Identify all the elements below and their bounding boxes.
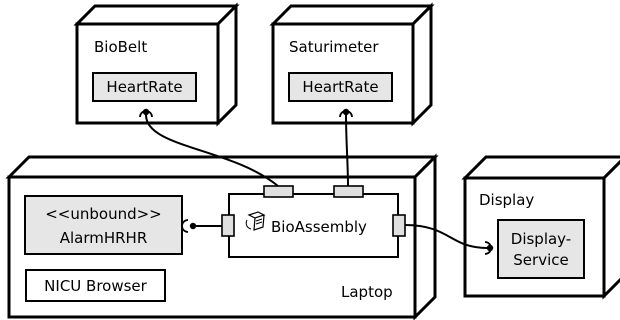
nicu-browser-component[interactable]: NICU Browser bbox=[25, 269, 166, 302]
display-service-component[interactable] bbox=[497, 219, 585, 279]
biobelt-heartrate-component[interactable] bbox=[92, 72, 197, 102]
saturimeter-interface-marker bbox=[339, 108, 353, 118]
biobelt-to-bioassembly-connector[interactable] bbox=[145, 114, 279, 187]
laptop-label: Laptop bbox=[341, 283, 393, 301]
bioassembly-left-port[interactable] bbox=[221, 214, 235, 237]
display-interface-marker bbox=[484, 241, 494, 255]
bioassembly-right-port[interactable] bbox=[392, 214, 406, 237]
biobelt-label: BioBelt bbox=[94, 38, 147, 56]
saturimeter-to-bioassembly-connector[interactable] bbox=[345, 114, 349, 187]
biobelt-interface-marker bbox=[139, 108, 153, 118]
bioassembly-label: BioAssembly bbox=[271, 218, 367, 236]
bioassembly-to-display-connector[interactable] bbox=[404, 224, 488, 249]
bioassembly-top-port-left[interactable] bbox=[263, 185, 294, 198]
biobelt-heartrate-label: HeartRate bbox=[106, 78, 182, 96]
saturimeter-heartrate-component[interactable] bbox=[288, 72, 393, 102]
display-service-label-line1: Display- bbox=[511, 230, 571, 248]
alarm-interface-marker bbox=[181, 219, 197, 233]
bioassembly-component[interactable]: BioAssembly bbox=[228, 193, 399, 258]
nicu-browser-label: NICU Browser bbox=[44, 277, 147, 295]
display-label: Display bbox=[479, 191, 534, 209]
saturimeter-label: Saturimeter bbox=[289, 38, 379, 56]
display-service-label-line2: Service bbox=[513, 251, 568, 269]
alarm-hrhr-component[interactable]: <<unbound>> AlarmHRHR bbox=[24, 195, 183, 255]
saturimeter-node[interactable]: Saturimeter HeartRate bbox=[269, 2, 435, 127]
biobelt-node[interactable]: BioBelt HeartRate bbox=[73, 2, 240, 127]
alarm-name-label: AlarmHRHR bbox=[60, 229, 148, 247]
alarm-stereotype-label: <<unbound>> bbox=[45, 205, 162, 223]
bioassembly-top-port-right[interactable] bbox=[333, 185, 364, 198]
scroll-icon bbox=[245, 211, 266, 231]
display-node[interactable]: Display Display- Service bbox=[461, 155, 620, 300]
saturimeter-heartrate-label: HeartRate bbox=[302, 78, 378, 96]
